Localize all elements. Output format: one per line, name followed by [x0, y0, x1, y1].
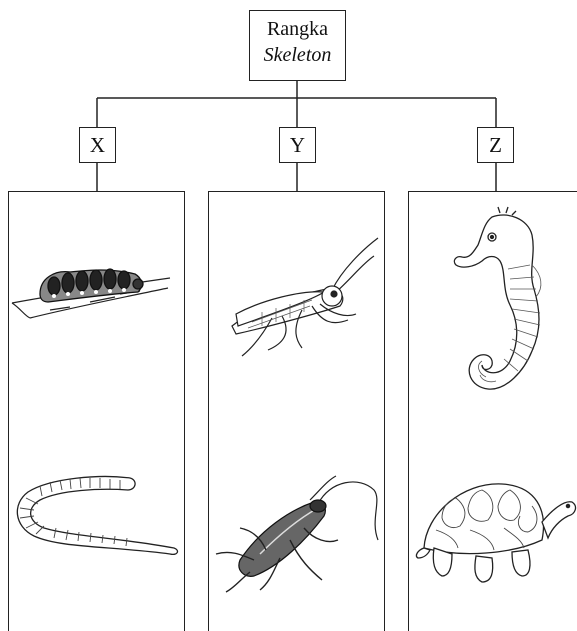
- root-label: Rangka: [250, 16, 345, 42]
- column-x-panel: [8, 191, 185, 631]
- category-z-box: Z: [477, 127, 514, 163]
- earthworm-illustration: [10, 470, 182, 560]
- caterpillar-illustration: [10, 258, 175, 328]
- category-y-box: Y: [279, 127, 316, 163]
- seahorse-illustration: [448, 205, 558, 405]
- tortoise-illustration: [412, 470, 577, 590]
- cockroach-illustration: [210, 470, 382, 595]
- grasshopper-illustration: [212, 230, 382, 370]
- root-node-skeleton: Rangka Skeleton: [249, 10, 346, 81]
- root-label-english: Skeleton: [250, 42, 345, 68]
- category-x-box: X: [79, 127, 116, 163]
